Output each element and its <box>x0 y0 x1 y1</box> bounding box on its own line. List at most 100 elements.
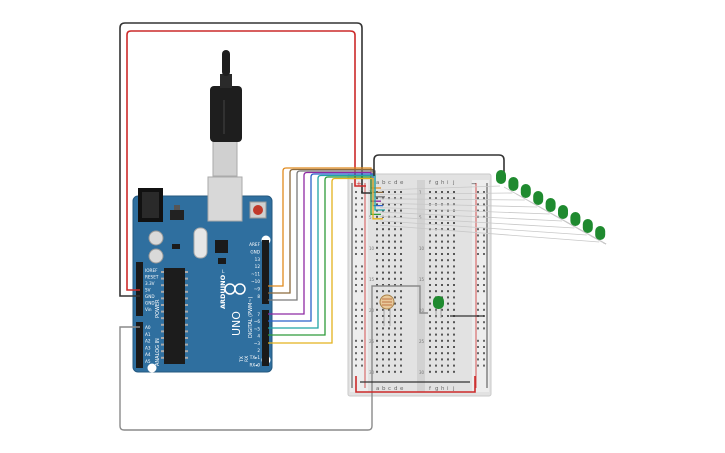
signal-wire[interactable] <box>268 177 383 344</box>
signal-wire[interactable] <box>268 176 381 336</box>
column-label: d <box>394 180 398 186</box>
pin-label: ~9 <box>254 286 261 291</box>
tx-label: TX <box>239 356 245 363</box>
led-icon[interactable] <box>545 198 556 212</box>
digital-header-bottom[interactable] <box>262 310 269 366</box>
signal-wire[interactable] <box>268 171 381 315</box>
column-label: g <box>435 386 439 392</box>
row-number: 15 <box>369 277 375 282</box>
capacitor-icon <box>148 248 164 264</box>
arduino-logo-icon <box>224 283 246 295</box>
signal-wire[interactable] <box>268 168 383 294</box>
column-label: j <box>452 180 455 186</box>
pin-label: 5V <box>145 288 151 293</box>
breadboard-holes <box>355 191 485 373</box>
column-label: h <box>441 386 445 392</box>
digital-header-top[interactable] <box>262 240 269 304</box>
led-icon[interactable] <box>570 212 581 226</box>
pin-label: TX▸1 <box>249 355 261 360</box>
pin-label: GND <box>250 249 260 254</box>
pin-label: 4 <box>257 334 260 339</box>
column-label: i <box>447 386 449 392</box>
pin-label: ~11 <box>251 272 260 277</box>
led-icon[interactable] <box>520 184 531 198</box>
signal-wire[interactable] <box>268 174 385 329</box>
led-array[interactable] <box>496 170 606 240</box>
rail-plus-label: + <box>356 180 362 188</box>
pin-label: A5 <box>145 359 151 364</box>
wire-5v[interactable] <box>126 30 366 291</box>
row-number: 20 <box>419 308 425 313</box>
led-icon[interactable] <box>595 226 606 240</box>
rail-minus-label: − <box>471 180 477 188</box>
column-label: a <box>376 180 379 186</box>
wire-gnd-to-leds[interactable] <box>373 154 505 176</box>
led-icon[interactable] <box>496 170 506 184</box>
pin-label: ~5 <box>254 326 261 331</box>
column-label: h <box>441 180 445 186</box>
row-number: 15 <box>419 277 425 282</box>
pin-label: ~10 <box>251 279 260 284</box>
row-number: 1 <box>419 190 422 195</box>
column-label: g <box>435 180 439 186</box>
led-legs <box>379 185 607 245</box>
column-label: j <box>452 386 455 392</box>
pin-label: RX◂0 <box>249 362 260 367</box>
pin-label: A3 <box>145 345 151 350</box>
pin-label: 13 <box>255 257 261 262</box>
led-icon[interactable] <box>533 191 544 205</box>
column-label: a <box>376 386 379 392</box>
arduino-logo-text: ARDUINO <box>219 274 227 309</box>
row-number: 5 <box>419 215 422 220</box>
signal-wire[interactable] <box>268 167 381 287</box>
power-header[interactable] <box>136 262 143 316</box>
wire-gnd[interactable] <box>119 22 372 297</box>
led-icon[interactable] <box>558 205 568 219</box>
pin-label: RESET <box>145 275 159 280</box>
analog-header[interactable] <box>136 322 143 368</box>
led-breadboard[interactable] <box>433 296 444 318</box>
pin-label: A1 <box>145 332 151 337</box>
column-label: b <box>382 386 386 392</box>
led-icon[interactable] <box>508 177 519 191</box>
pin-label: Vin <box>145 307 152 312</box>
pin-label: 7 <box>257 312 260 317</box>
digital-label: DIGITAL (PWM~) <box>248 296 254 338</box>
atmega-chip <box>164 268 185 364</box>
wire-rail-plus-bottom[interactable] <box>355 376 476 393</box>
column-label: d <box>394 386 398 392</box>
photoresistor-icon[interactable] <box>379 294 395 326</box>
column-label: c <box>388 180 391 186</box>
signal-wire[interactable] <box>268 173 383 322</box>
pin-label: AREF <box>249 242 260 247</box>
l-led-label: L <box>222 269 225 275</box>
capacitor-icon <box>148 230 164 246</box>
column-label: i <box>447 180 449 186</box>
signal-wire[interactable] <box>268 170 385 301</box>
center-channel <box>417 180 425 392</box>
pin-label: GND <box>145 294 155 299</box>
pin-label: IOREF <box>145 268 158 273</box>
usb-port[interactable] <box>207 176 243 222</box>
reset-button-cap[interactable] <box>253 205 263 215</box>
pin-label: ~6 <box>254 319 261 324</box>
column-label: b <box>382 180 386 186</box>
pin-label: A0 <box>145 325 151 330</box>
pin-label: A4 <box>145 352 151 357</box>
signal-wires[interactable] <box>268 167 385 344</box>
pin-label: A2 <box>145 339 151 344</box>
row-number: 10 <box>369 246 375 251</box>
model-label: UNO <box>230 311 243 336</box>
pin-label: GND <box>145 301 155 306</box>
led-icon[interactable] <box>582 219 593 233</box>
wire-a0[interactable] <box>119 285 428 431</box>
voltage-regulator <box>170 210 184 220</box>
usb-cable-icon[interactable] <box>210 50 242 177</box>
analog-label: ANALOG IN <box>155 338 161 366</box>
